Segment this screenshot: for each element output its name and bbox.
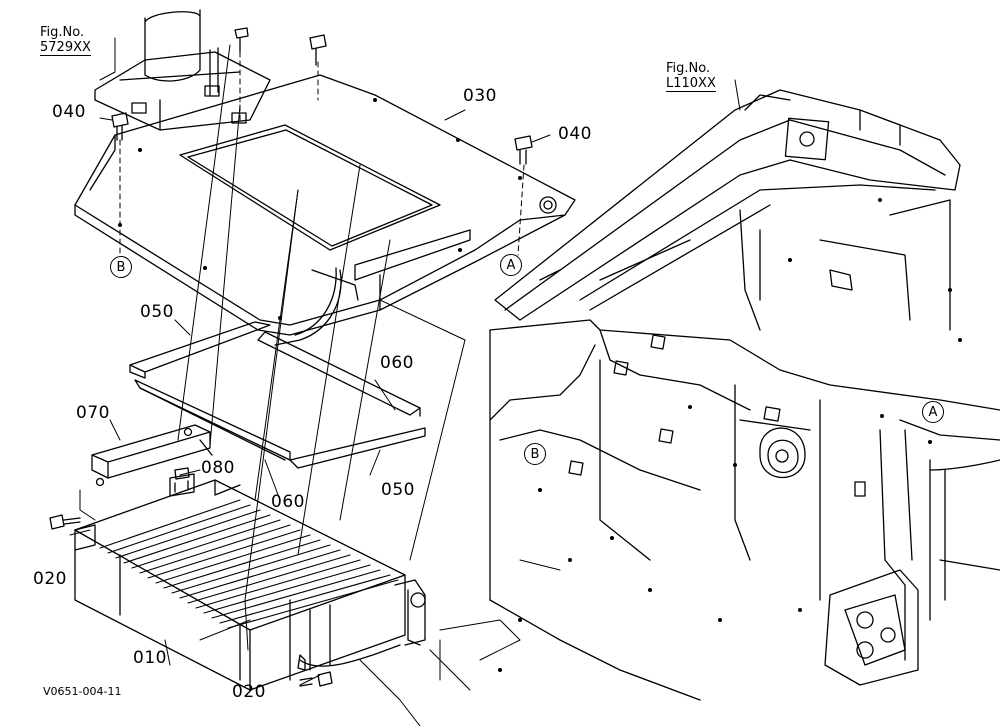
marker-a: A bbox=[500, 254, 522, 276]
marker-b: B bbox=[524, 443, 546, 465]
drawing-code: V0651-004-11 bbox=[43, 685, 122, 698]
figure-ref-l110xx: Fig.No. L110XX bbox=[666, 62, 716, 92]
cover-030 bbox=[74, 74, 576, 346]
leader-lines bbox=[69, 37, 741, 686]
marker-b: B bbox=[110, 256, 132, 278]
marker-a: A bbox=[922, 401, 944, 423]
callout-080: 080 bbox=[201, 458, 235, 478]
figure-ref-heading: Fig.No. bbox=[666, 61, 711, 76]
callout-030: 030 bbox=[463, 86, 497, 106]
callout-020: 020 bbox=[232, 682, 266, 702]
figure-ref-5729xx: Fig.No. 5729XX bbox=[40, 26, 91, 56]
bolt-080 bbox=[169, 467, 195, 497]
callout-070: 070 bbox=[76, 403, 110, 423]
bracket-070 bbox=[91, 424, 213, 487]
alignment-lines bbox=[119, 51, 525, 256]
callout-060: 060 bbox=[271, 492, 305, 512]
seal-strips bbox=[129, 321, 426, 469]
callout-040: 040 bbox=[52, 102, 86, 122]
machine-frame bbox=[489, 89, 1000, 701]
callout-010: 010 bbox=[133, 648, 167, 668]
figure-ref-heading: Fig.No. bbox=[40, 25, 85, 40]
oil-cooler-010 bbox=[74, 479, 426, 691]
callout-020: 020 bbox=[33, 569, 67, 589]
bolt-020 bbox=[49, 514, 333, 687]
callout-050: 050 bbox=[381, 480, 415, 500]
upper-mount-assembly bbox=[94, 9, 271, 131]
lower-frame-fragments bbox=[359, 559, 561, 726]
callout-060: 060 bbox=[380, 353, 414, 373]
bolt-040 bbox=[111, 27, 533, 165]
callout-040: 040 bbox=[558, 124, 592, 144]
callout-050: 050 bbox=[140, 302, 174, 322]
figure-ref-code: L110XX bbox=[666, 76, 716, 92]
figure-ref-code: 5729XX bbox=[40, 40, 91, 56]
